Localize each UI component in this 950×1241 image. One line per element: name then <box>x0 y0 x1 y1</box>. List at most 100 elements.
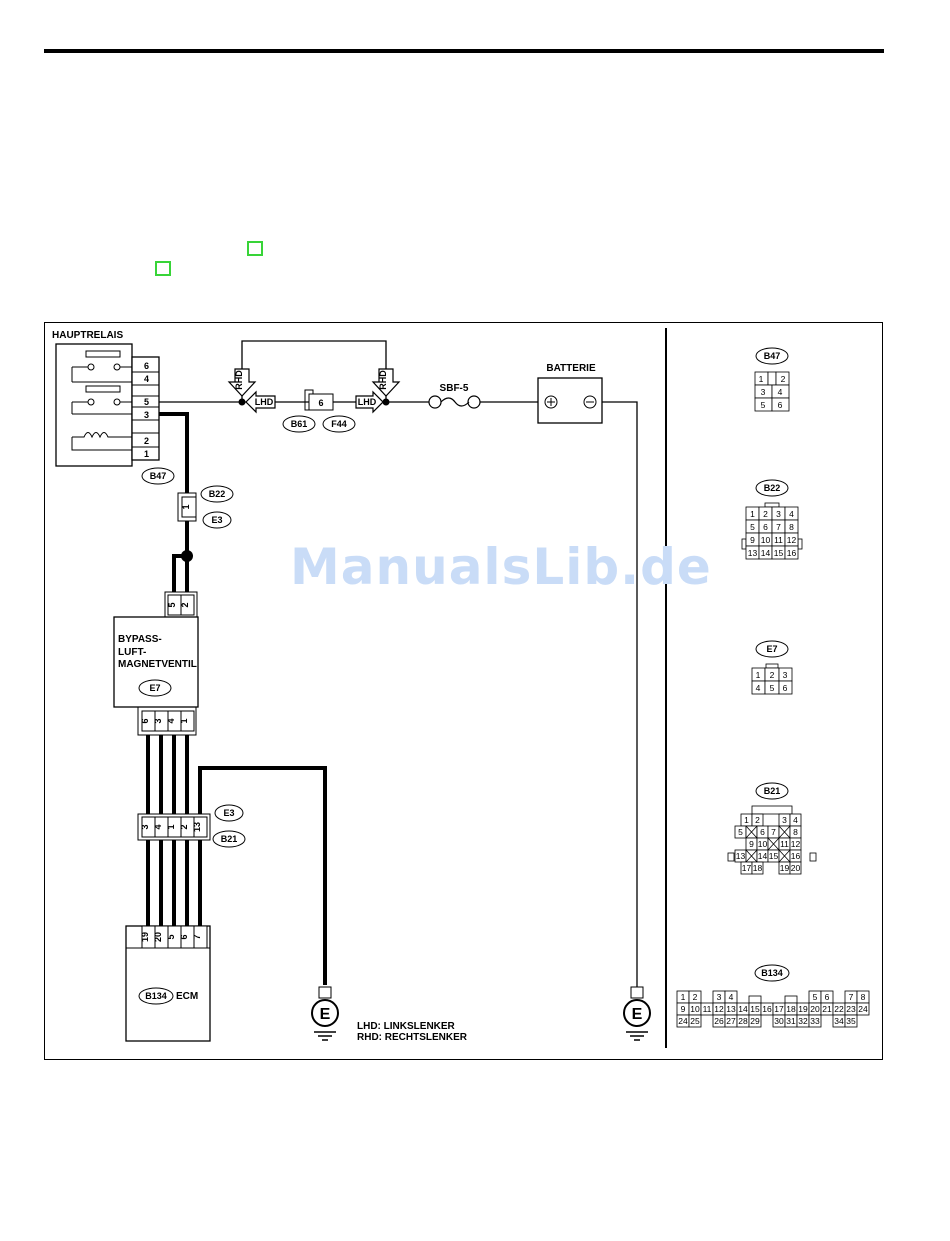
svg-text:7: 7 <box>771 827 776 837</box>
svg-text:20: 20 <box>810 1004 820 1014</box>
svg-text:33: 33 <box>810 1016 820 1026</box>
svg-text:B134: B134 <box>145 991 167 1001</box>
svg-text:6: 6 <box>140 718 150 723</box>
svg-text:23: 23 <box>846 1004 856 1014</box>
svg-text:3: 3 <box>776 509 781 519</box>
svg-text:7: 7 <box>192 934 202 939</box>
svg-text:35: 35 <box>846 1016 856 1026</box>
svg-text:5: 5 <box>750 522 755 532</box>
relay-pin: 3 <box>144 410 149 420</box>
svg-text:15: 15 <box>769 851 779 861</box>
svg-text:13: 13 <box>736 851 746 861</box>
svg-text:16: 16 <box>762 1004 772 1014</box>
svg-text:B47: B47 <box>150 471 167 481</box>
svg-text:6: 6 <box>763 522 768 532</box>
svg-text:13: 13 <box>192 822 202 832</box>
svg-text:12: 12 <box>791 839 801 849</box>
svg-text:RHD: RHD <box>378 370 388 390</box>
svg-text:5: 5 <box>770 683 775 693</box>
svg-text:20: 20 <box>153 932 163 942</box>
svg-text:B21: B21 <box>764 786 781 796</box>
svg-text:6: 6 <box>825 992 830 1002</box>
svg-text:E7: E7 <box>766 644 777 654</box>
svg-text:9: 9 <box>749 839 754 849</box>
svg-text:11: 11 <box>703 1004 712 1014</box>
connector-tag-b47 <box>141 467 175 485</box>
svg-text:2: 2 <box>179 824 189 829</box>
svg-text:10: 10 <box>761 535 771 545</box>
svg-text:3: 3 <box>761 387 766 397</box>
svg-text:E7: E7 <box>149 683 160 693</box>
bypass-label: MAGNETVENTIL <box>118 659 197 670</box>
svg-text:3: 3 <box>153 718 163 723</box>
bypass-label: LUFT- <box>118 647 146 658</box>
svg-text:2: 2 <box>755 815 760 825</box>
svg-text:19: 19 <box>798 1004 808 1014</box>
svg-text:6: 6 <box>783 683 788 693</box>
svg-text:RHD: RHD <box>234 370 244 390</box>
svg-text:32: 32 <box>798 1016 808 1026</box>
svg-text:8: 8 <box>789 522 794 532</box>
svg-text:7: 7 <box>776 522 781 532</box>
header-rule <box>44 49 884 53</box>
svg-text:19: 19 <box>140 932 150 942</box>
svg-text:6: 6 <box>179 934 189 939</box>
svg-text:5: 5 <box>761 400 766 410</box>
svg-text:B22: B22 <box>209 489 226 499</box>
svg-text:14: 14 <box>758 851 768 861</box>
main-relay-box <box>55 343 133 467</box>
connector-tag-b61 <box>282 415 316 433</box>
diagram-frame <box>44 322 883 1060</box>
svg-text:4: 4 <box>756 683 761 693</box>
svg-text:17: 17 <box>742 863 752 873</box>
svg-text:2: 2 <box>693 992 698 1002</box>
svg-text:B47: B47 <box>764 351 781 361</box>
svg-text:4: 4 <box>789 509 794 519</box>
svg-text:9: 9 <box>750 535 755 545</box>
battery-label: BATTERIE <box>546 363 596 374</box>
svg-text:20: 20 <box>791 863 801 873</box>
connector-tag-e7 <box>138 679 172 697</box>
svg-text:3: 3 <box>717 992 722 1002</box>
svg-text:E3: E3 <box>211 515 222 525</box>
svg-text:4: 4 <box>729 992 734 1002</box>
svg-text:2: 2 <box>781 374 786 384</box>
svg-text:4: 4 <box>166 718 176 723</box>
svg-text:1: 1 <box>756 670 761 680</box>
legend-rhd: RHD: RECHTSLENKER <box>357 1032 468 1043</box>
relay-pin: 2 <box>144 436 149 446</box>
ground-symbol: E <box>311 986 339 1041</box>
connector-tag-b134 <box>138 987 174 1005</box>
relay-pin: 6 <box>144 361 149 371</box>
svg-text:16: 16 <box>787 548 797 558</box>
svg-text:E3: E3 <box>223 808 234 818</box>
svg-text:6: 6 <box>760 827 765 837</box>
svg-text:LHD: LHD <box>358 397 377 407</box>
svg-text:1: 1 <box>181 504 191 509</box>
svg-text:16: 16 <box>791 851 801 861</box>
fuse <box>428 395 442 409</box>
svg-text:14: 14 <box>738 1004 748 1014</box>
svg-text:5: 5 <box>738 827 743 837</box>
svg-text:29: 29 <box>750 1016 760 1026</box>
svg-text:3: 3 <box>783 670 788 680</box>
svg-text:15: 15 <box>774 548 784 558</box>
fuse-label: SBF-5 <box>440 383 469 394</box>
svg-text:12: 12 <box>714 1004 724 1014</box>
svg-text:22: 22 <box>834 1004 844 1014</box>
svg-text:21: 21 <box>822 1004 832 1014</box>
svg-text:4: 4 <box>778 387 783 397</box>
connector-tag-e3 <box>202 511 232 529</box>
svg-text:34: 34 <box>834 1016 844 1026</box>
svg-text:3: 3 <box>140 824 150 829</box>
svg-text:28: 28 <box>738 1016 748 1026</box>
main-relay-label: HAUPTRELAIS <box>52 330 123 341</box>
svg-text:B134: B134 <box>761 968 783 978</box>
svg-text:10: 10 <box>758 839 768 849</box>
bypass-label: BYPASS- <box>118 634 162 645</box>
svg-text:E: E <box>320 1006 331 1023</box>
